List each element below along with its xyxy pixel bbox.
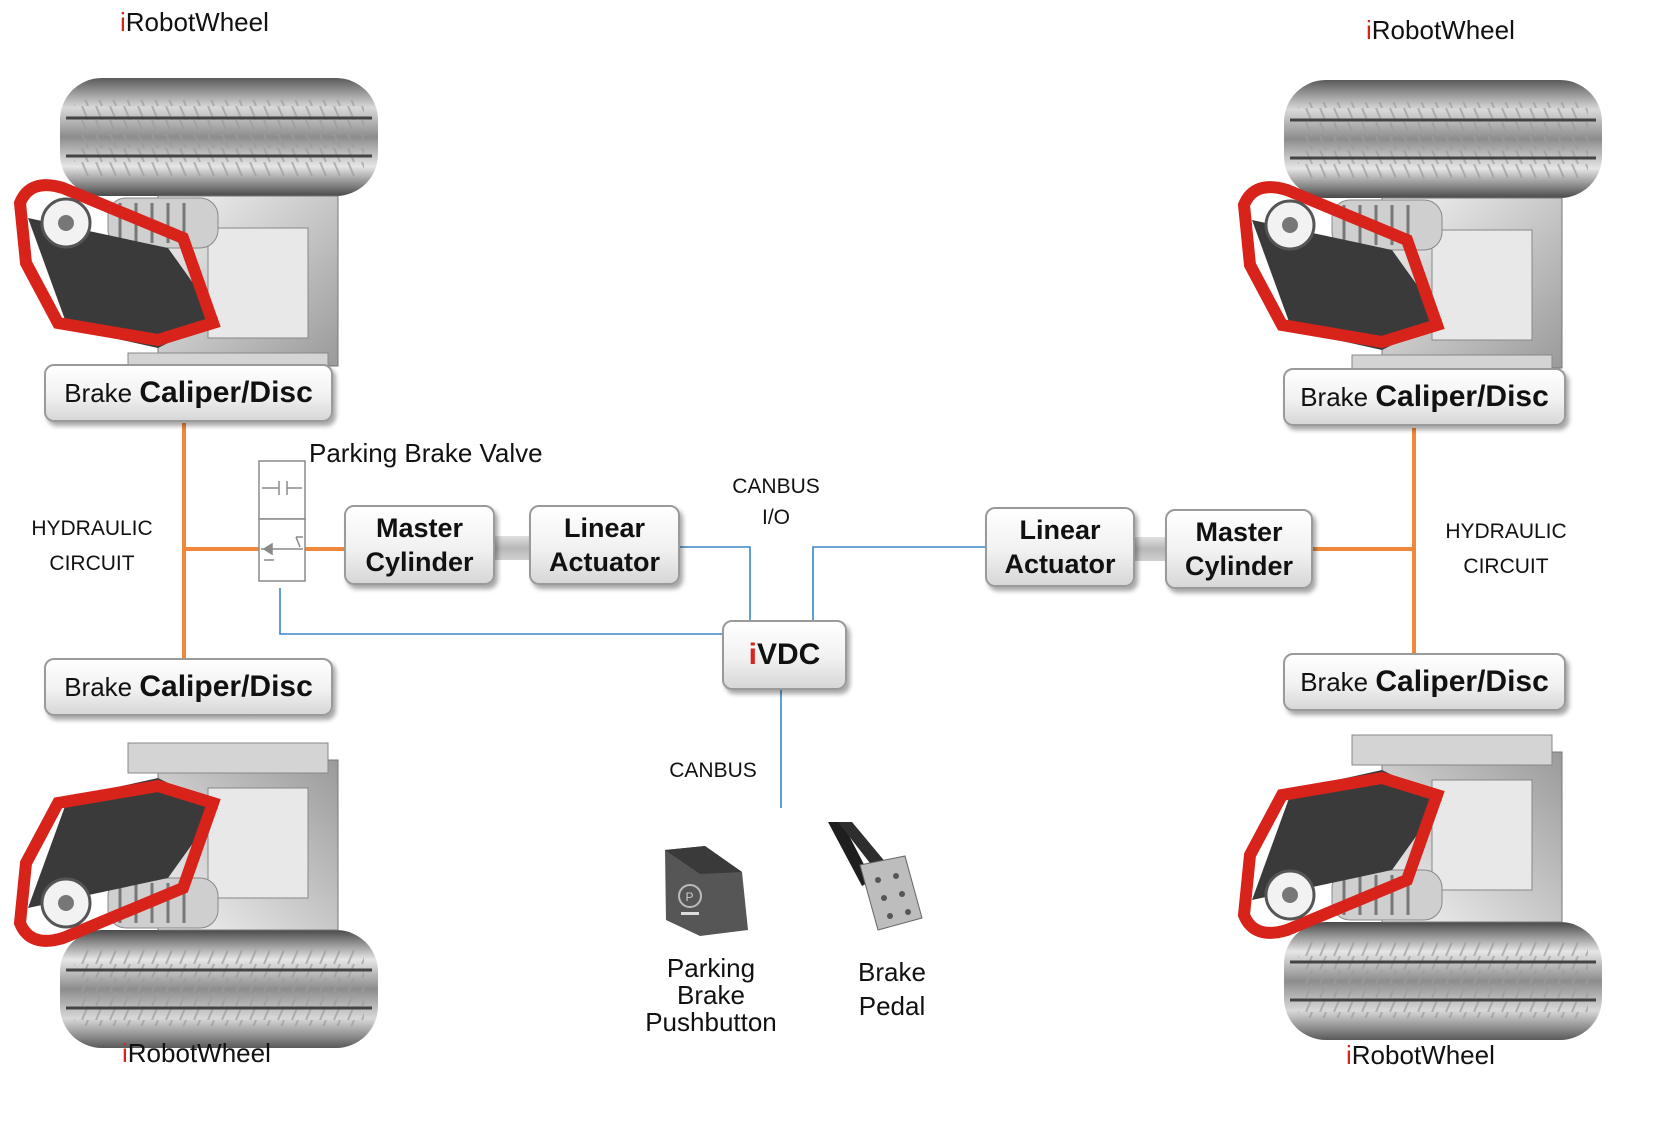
wheel-image-bottom-right: [1244, 735, 1602, 1040]
parking-brake-valve-label: Parking Brake Valve: [309, 438, 543, 468]
left-rod: [495, 536, 531, 560]
canbus-label: CANBUS: [669, 759, 757, 782]
svg-text:P: P: [686, 890, 694, 904]
pushbutton-image: P: [665, 846, 748, 936]
wheel-image-top-left: [20, 78, 378, 383]
wheel-title-bottom-right: iRobotWheel: [1346, 1040, 1495, 1070]
wheel-title-top-left: iRobotWheel: [120, 7, 269, 37]
hydraulic-lines: [182, 423, 1416, 660]
brake-caliper-bottom-right: Brake Caliper/Disc: [1283, 653, 1566, 711]
canbus-lines: [279, 546, 985, 808]
brake-caliper-top-right: Brake Caliper/Disc: [1283, 368, 1566, 426]
parking-brake-valve-symbol: [258, 460, 306, 582]
brake-caliper-top-left: Brake Caliper/Disc: [44, 364, 333, 422]
brake-pedal-image: [828, 822, 923, 931]
wheel-image-bottom-left: [20, 743, 378, 1048]
right-rod: [1135, 537, 1167, 561]
wheel-title-top-right: iRobotWheel: [1366, 15, 1515, 45]
wheel-image-top-right: [1244, 80, 1602, 385]
wheel-title-bottom-left: iRobotWheel: [122, 1038, 271, 1068]
brake-caliper-bottom-left: Brake Caliper/Disc: [44, 658, 333, 716]
